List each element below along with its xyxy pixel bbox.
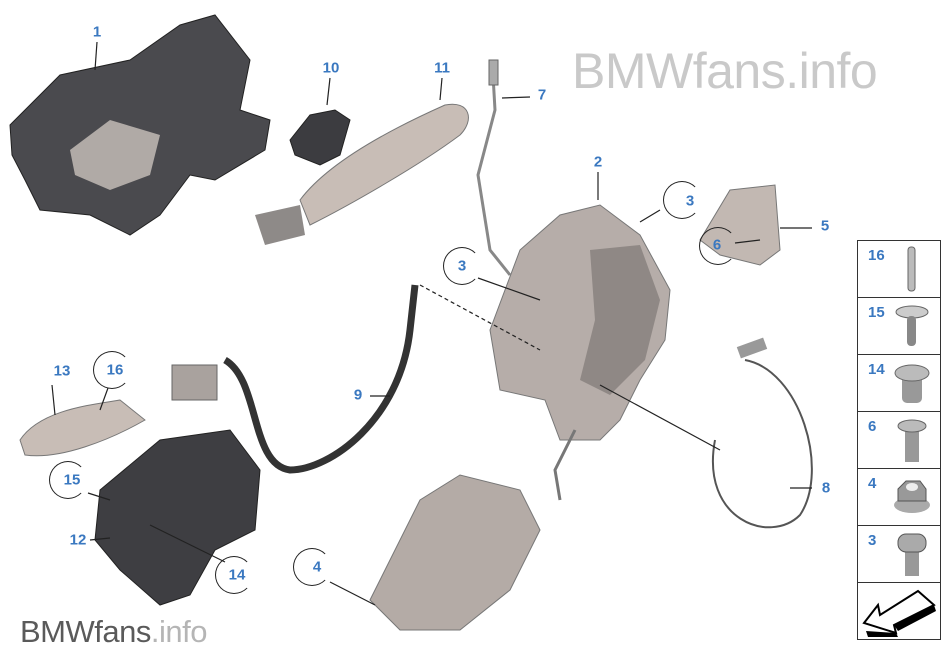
part-12-handle-bracket [94, 429, 261, 606]
small-part-15[interactable]: 15 [858, 298, 940, 355]
leader-lines [51, 41, 812, 606]
callout-10[interactable]: 10 [322, 59, 340, 77]
small-parts-panel: 16 15 14 6 4 3 [857, 240, 941, 640]
part-13-inner-handle [19, 399, 146, 457]
watermark-suffix: .info [150, 614, 208, 649]
callout-2[interactable]: 2 [593, 153, 603, 171]
part-7-rod [476, 74, 512, 276]
callout-circle [699, 227, 737, 265]
callout-13[interactable]: 13 [53, 362, 71, 380]
small-part-16[interactable]: 16 [858, 241, 940, 298]
part-9-connector [171, 364, 218, 401]
callout-3-screw[interactable]: 3 [685, 192, 695, 210]
callout-8[interactable]: 8 [821, 479, 831, 497]
lock-actuator [369, 474, 541, 631]
callout-5[interactable]: 5 [820, 217, 830, 235]
expanding-rivet-icon [895, 305, 929, 346]
torx-screw-icon [897, 533, 927, 576]
part-1-handle-carrier [9, 14, 271, 236]
part-11-handle-end [255, 205, 305, 245]
small-part-number: 3 [868, 532, 877, 549]
part-9-bowden-cable [222, 284, 419, 474]
watermark-brand: BMWfans [20, 614, 151, 649]
part-11-door-handle [299, 103, 469, 226]
part-10-gasket [289, 109, 351, 166]
watermark-bottom: BMWfans.info [20, 614, 207, 650]
expanding-nut-icon [894, 364, 930, 403]
watermark-brand: BMWfans [572, 43, 786, 99]
watermark-suffix: .info [785, 43, 878, 99]
arrow-down-left-icon [862, 589, 936, 637]
part-1-detail [70, 120, 160, 190]
callout-6[interactable]: 6 [712, 236, 722, 254]
part-2-lock-mechanism [580, 245, 660, 395]
callout-3-lock[interactable]: 3 [457, 257, 467, 275]
callout-circle [663, 181, 701, 219]
small-part-number: 6 [868, 418, 877, 435]
small-part-6[interactable]: 6 [858, 412, 940, 469]
hex-collar-nut-icon [894, 480, 930, 513]
countersunk-screw-icon [897, 419, 927, 462]
callout-circle [443, 247, 481, 285]
callout-16[interactable]: 16 [106, 361, 124, 379]
callout-14[interactable]: 14 [228, 566, 246, 584]
small-part-4[interactable]: 4 [858, 469, 940, 526]
callout-circle [93, 351, 131, 389]
callout-15[interactable]: 15 [63, 471, 81, 489]
callout-12[interactable]: 12 [69, 531, 87, 549]
watermark-top: BMWfans.info [572, 42, 878, 100]
arrow-navigation-button[interactable] [858, 583, 940, 640]
part-8-cable [712, 359, 813, 529]
small-part-number: 16 [868, 247, 885, 264]
callout-circle [293, 548, 331, 586]
actuator-cable [553, 429, 577, 501]
part-7-rod-end [488, 59, 499, 86]
callout-9[interactable]: 9 [353, 386, 363, 404]
callout-11[interactable]: 11 [434, 59, 450, 77]
small-part-number: 14 [868, 361, 885, 378]
callout-circle [215, 556, 253, 594]
part-8-connector [736, 337, 768, 359]
callout-circle [49, 461, 87, 499]
small-part-3[interactable]: 3 [858, 526, 940, 583]
callout-4[interactable]: 4 [312, 558, 322, 576]
callout-1[interactable]: 1 [92, 23, 102, 41]
small-part-number: 4 [868, 475, 877, 492]
small-part-number: 15 [868, 304, 885, 321]
callout-7[interactable]: 7 [537, 86, 547, 104]
pin-icon [907, 246, 916, 292]
small-part-14[interactable]: 14 [858, 355, 940, 412]
